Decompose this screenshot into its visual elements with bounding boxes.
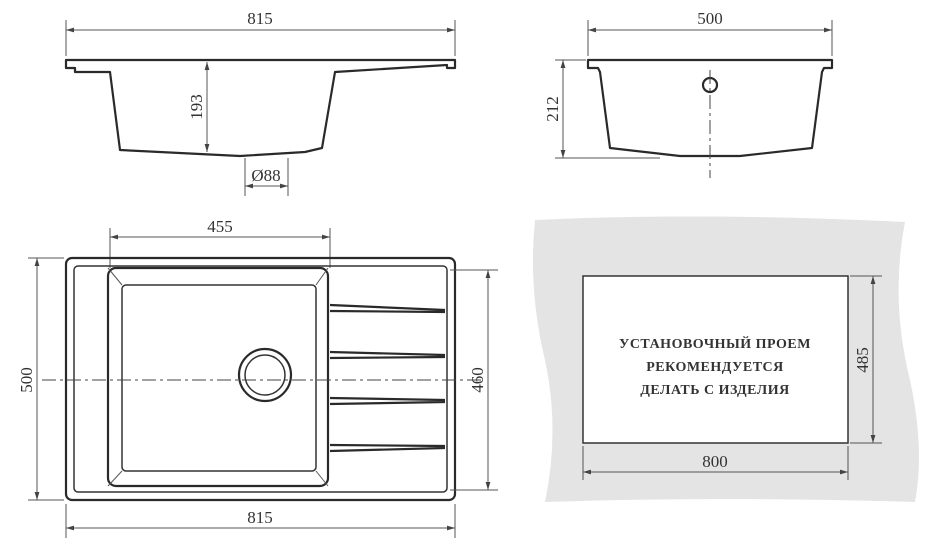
sink-end-profile bbox=[586, 58, 834, 158]
drainboard-grooves bbox=[329, 303, 446, 453]
width-dimension-label: 815 bbox=[247, 9, 273, 28]
end-width-dimension-label: 500 bbox=[697, 9, 723, 28]
plan-width-dimension-label: 815 bbox=[247, 508, 273, 527]
plan-view: 455 500 460 815 bbox=[17, 217, 498, 538]
cutout-note-line-3: делать с изделия bbox=[640, 383, 789, 398]
sink-outer-outline bbox=[64, 256, 457, 502]
cutout-width-dimension-label: 800 bbox=[702, 452, 728, 471]
end-view: 500 212 bbox=[543, 9, 834, 178]
cutout-opening bbox=[582, 275, 849, 444]
drain-outline bbox=[237, 347, 293, 403]
cutout-note-line-2: рекомендуется bbox=[646, 360, 784, 375]
cutout-view: Установочный проем рекомендуется делать … bbox=[532, 216, 919, 502]
bowl-outline bbox=[106, 266, 330, 488]
end-depth-dimension-label: 212 bbox=[543, 96, 562, 122]
bowl-width-dimension-label: 455 bbox=[207, 217, 233, 236]
cutout-height-dimension-label: 485 bbox=[853, 347, 872, 373]
height-dimension-label: 500 bbox=[17, 367, 36, 393]
depth-dimension-label: 193 bbox=[187, 94, 206, 120]
side-view: 815 193 Ø88 bbox=[64, 9, 457, 196]
cutout-note-line-1: Установочный проем bbox=[619, 335, 811, 352]
drain-dimension-label: Ø88 bbox=[251, 166, 280, 185]
sink-side-profile bbox=[64, 58, 457, 158]
inner-height-dimension-label: 460 bbox=[468, 367, 487, 393]
